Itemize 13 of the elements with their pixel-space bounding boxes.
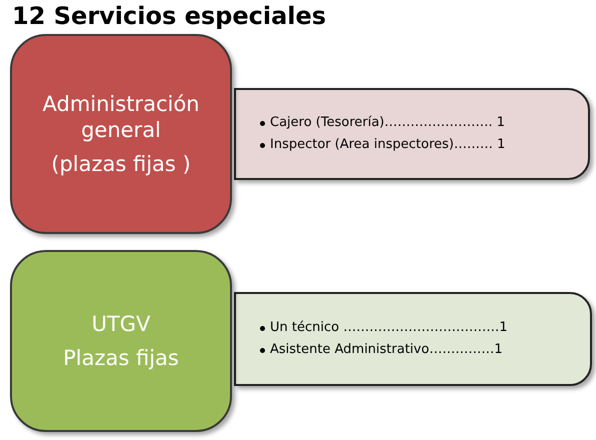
category-heading: UTGV	[92, 311, 150, 337]
category-box	[10, 34, 232, 234]
list-item: Asistente Administrativo……………1	[270, 341, 502, 359]
list-item: Un técnico ………………………………1	[270, 319, 508, 337]
category-subheading: Plazas fijas	[63, 345, 179, 371]
list-item: Inspector (Area inspectores)……… 1	[270, 136, 506, 154]
category-box	[10, 250, 232, 432]
list-box	[234, 292, 592, 386]
title: 12 Servicios especiales	[12, 2, 326, 30]
list-box	[234, 88, 590, 180]
category-heading: Administración general	[42, 91, 200, 143]
list-item: Cajero (Tesorería)……………………. 1	[270, 114, 505, 132]
category-subheading: (plazas fijas )	[51, 151, 191, 177]
